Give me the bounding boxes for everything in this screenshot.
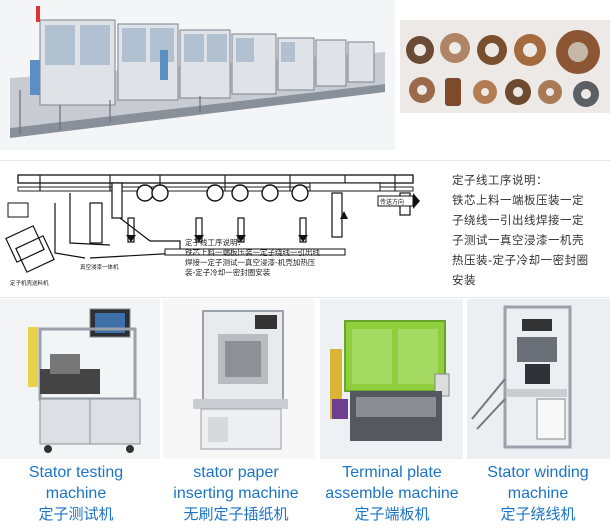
machine-label-stator-testing: Stator testing machine 定子测试机 xyxy=(0,462,152,525)
machine-cn: 定子绕线机 xyxy=(500,505,576,523)
stator-winding-machine-photo xyxy=(467,299,610,459)
inner-note-line: 铁芯上料一端板压装一定子绕线一引出线 xyxy=(185,248,320,257)
inner-note-line: 焊接一定子测试一真空浸漆-机壳加热压 xyxy=(185,258,316,267)
machine-en-line2: machine xyxy=(45,485,107,502)
direction-label: 传送方向 xyxy=(380,198,404,206)
machine-label-terminal-plate: Terminal plate assemble machine 定子端板机 xyxy=(316,462,468,525)
stator-parts-photo xyxy=(400,20,610,113)
process-line: 子绕线一引出线焊接一定 xyxy=(452,213,584,227)
process-line: 子测试一真空浸漆一机壳 xyxy=(452,233,584,247)
diagram-inner-note: 定子线工序说明： 铁芯上料一端板压装一定子绕线一引出线 焊接一定子测试一真空浸漆… xyxy=(185,238,375,278)
stator-line-diagram: 传送方向 定子机壳送料机 真空浸漆一体机 xyxy=(0,163,610,296)
process-title: 定子线工序说明： xyxy=(452,173,548,187)
machine-en-line1: stator paper xyxy=(193,464,279,481)
process-line: 铁芯上料一端板压装一定 xyxy=(452,193,584,207)
process-line: 热压装-定子冷却一密封圈 xyxy=(452,253,589,267)
machine-en-line1: Stator winding xyxy=(487,464,589,481)
process-line: 安装 xyxy=(452,273,476,287)
machine-label-paper-inserting: stator paper inserting machine 无刷定子插纸机 xyxy=(160,462,312,525)
stator-testing-machine-photo xyxy=(0,299,160,459)
machine-en-line1: Stator testing xyxy=(28,464,124,481)
left-label-1: 定子机壳送料机 xyxy=(10,279,49,287)
stator-paper-inserting-machine-photo xyxy=(163,299,315,459)
left-label-2: 真空浸漆一体机 xyxy=(80,263,119,271)
machine-cn: 定子测试机 xyxy=(38,505,114,523)
production-line-photo xyxy=(0,0,395,150)
machine-en-line2: inserting machine xyxy=(173,485,299,502)
process-description: 定子线工序说明： 铁芯上料一端板压装一定 子绕线一引出线焊接一定 子测试一真空浸… xyxy=(452,170,608,290)
machine-cn: 无刷定子插纸机 xyxy=(183,505,289,523)
machine-en-line1: Terminal plate xyxy=(342,464,442,481)
machine-en-line2: assemble machine xyxy=(325,485,459,502)
terminal-plate-assemble-machine-photo xyxy=(320,299,463,459)
machine-en-line2: machine xyxy=(507,485,569,502)
machine-label-stator-winding: Stator winding machine 定子绕线机 xyxy=(462,462,610,525)
inner-note-line: 装-定子冷却一密封圈安装 xyxy=(185,268,271,277)
inner-note-title: 定子线工序说明： xyxy=(185,238,245,247)
machine-cn: 定子端板机 xyxy=(354,505,430,523)
